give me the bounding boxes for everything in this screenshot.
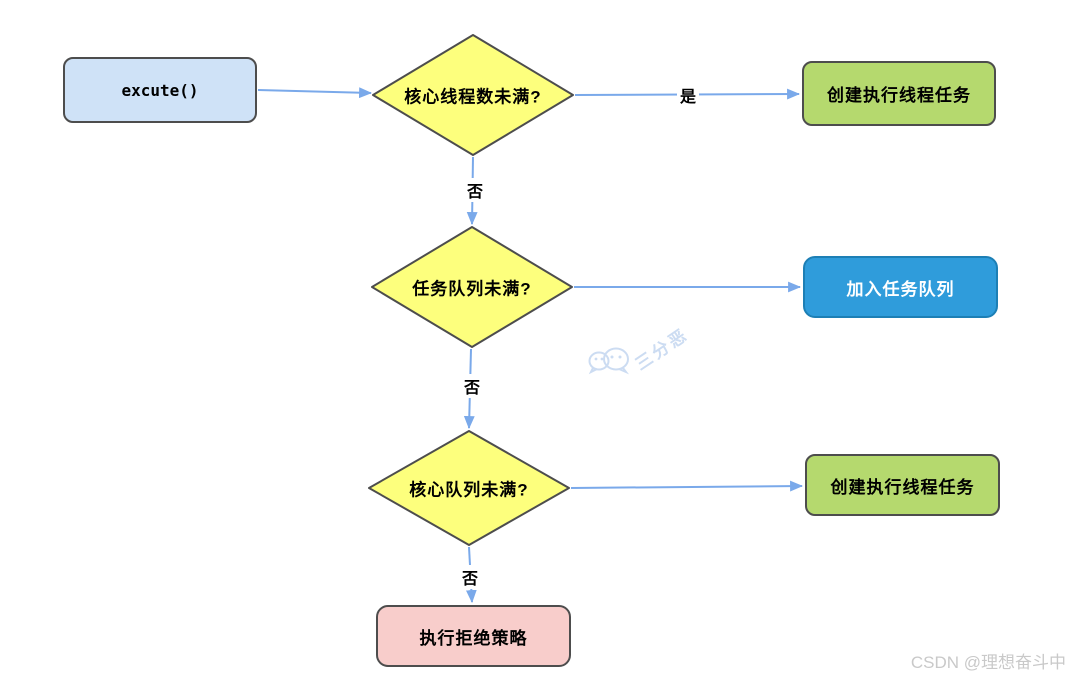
reject-policy-node: 执行拒绝策略 <box>376 605 571 667</box>
join-queue-node-label: 加入任务队列 <box>846 279 955 299</box>
reject-policy-node-label: 执行拒绝策略 <box>419 628 528 648</box>
edge-label-no-3: 否 <box>458 565 482 589</box>
edge-label-no-2: 否 <box>460 374 484 398</box>
edge-start-to-decision1 <box>257 87 373 99</box>
decision1-label: 核心线程数未满? <box>404 87 542 107</box>
decision2-label: 任务队列未满? <box>412 279 532 299</box>
decision1-shape <box>372 34 574 156</box>
edge-label-yes: 是 <box>676 83 700 107</box>
decision3-shape <box>368 430 570 546</box>
edge-decision3-to-create-bottom <box>570 480 804 492</box>
create-thread-node-bottom-label: 创建执行线程任务 <box>830 477 975 497</box>
create-thread-node-top-label: 创建执行线程任务 <box>827 86 971 105</box>
decision2-shape <box>371 226 573 348</box>
start-node: excute() <box>63 57 257 123</box>
create-thread-node-bottom: 创建执行线程任务 <box>805 454 1000 516</box>
start-node-label: excute() <box>121 80 199 100</box>
join-queue-node: 加入任务队列 <box>803 256 998 318</box>
watermark-csdn: CSDN @理想奋斗中 <box>910 653 1066 672</box>
edge-label-no-1: 否 <box>463 178 487 202</box>
create-thread-node-top: 创建执行线程任务 <box>802 61 996 126</box>
wechat-icon <box>588 347 630 375</box>
decision3-label: 核心队列未满? <box>409 480 529 500</box>
